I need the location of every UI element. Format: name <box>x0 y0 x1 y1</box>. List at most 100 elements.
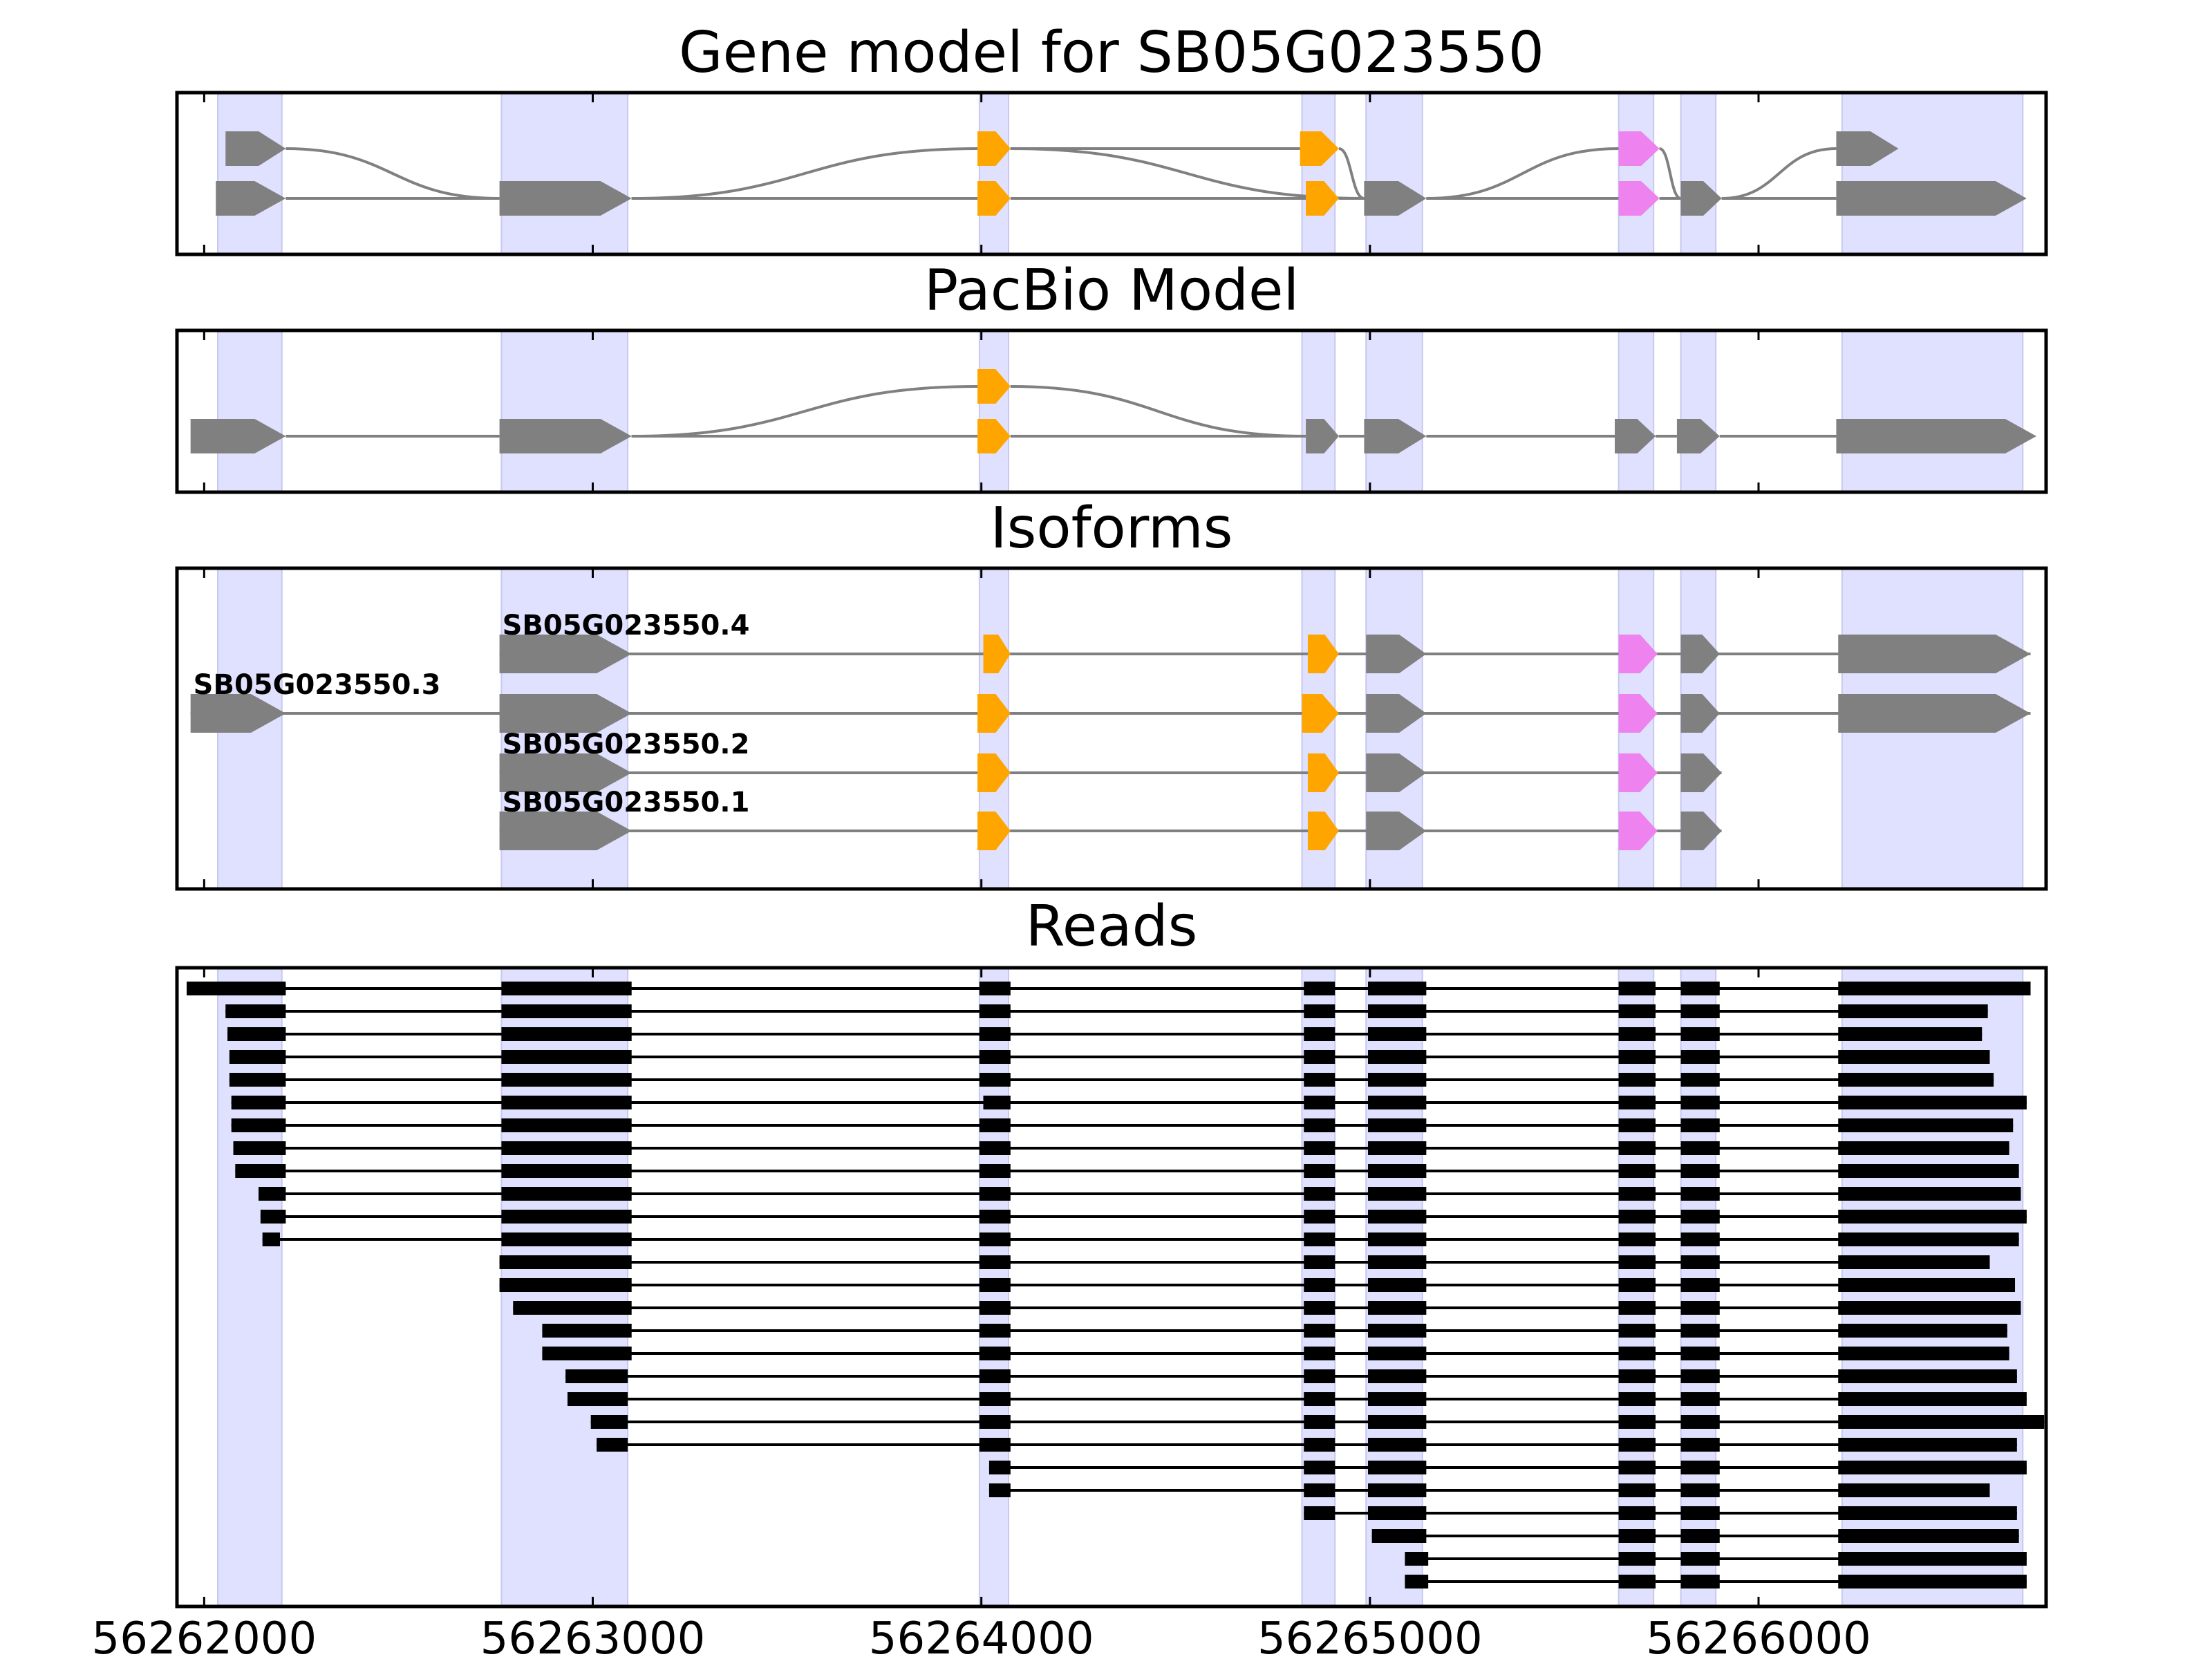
isoform-exon <box>1618 635 1658 673</box>
read-block <box>513 1301 632 1315</box>
isoform-label: SB05G023550.1 <box>503 787 750 818</box>
read-block <box>1618 1255 1656 1269</box>
exon-mark <box>1364 181 1427 216</box>
read-block <box>1838 1369 2017 1383</box>
read-block <box>1680 1050 1720 1064</box>
isoforms-panel: SB05G023550.4SB05G023550.3SB05G023550.2S… <box>175 496 2048 891</box>
read-block <box>1680 1187 1720 1201</box>
read-block <box>1304 1461 1335 1474</box>
read-block <box>1304 1187 1335 1201</box>
read-block <box>979 1210 1011 1224</box>
isoform-exon <box>1618 753 1658 792</box>
exon-mark <box>1680 181 1722 216</box>
read-block <box>1838 1506 2017 1520</box>
read-block <box>260 1210 286 1224</box>
intron-edge <box>1010 385 1306 438</box>
read-block <box>1371 1529 1427 1543</box>
read-block <box>501 1164 632 1178</box>
read-block <box>227 1027 286 1041</box>
read-block <box>1368 1027 1427 1041</box>
read-block <box>1368 1324 1427 1338</box>
highlight-band <box>500 330 629 493</box>
read-block <box>1304 1118 1335 1132</box>
exon-mark <box>216 181 286 216</box>
read-block <box>1618 1278 1656 1292</box>
read-block <box>1618 982 1656 995</box>
read-block <box>501 1141 632 1155</box>
read-block <box>1618 1415 1656 1429</box>
read-block <box>979 1438 1011 1452</box>
exon-mark <box>1306 419 1339 453</box>
x-tick-label: 56264000 <box>869 1613 1094 1659</box>
isoform-exon <box>1366 753 1427 792</box>
read-block <box>1304 1004 1335 1018</box>
read-block <box>1838 1004 1988 1018</box>
read-block <box>1838 1529 2019 1543</box>
read-block <box>1680 1369 1720 1383</box>
read-block <box>1368 1164 1427 1178</box>
read-block <box>988 1461 1011 1474</box>
isoform-exon <box>1618 812 1658 850</box>
read-block <box>1838 1096 2027 1109</box>
exon-mark <box>977 419 1011 453</box>
exon-mark <box>1836 131 1899 166</box>
exon-mark <box>1364 419 1427 453</box>
isoform-exon <box>1307 753 1339 792</box>
read-block <box>1838 1164 2019 1178</box>
read-block <box>259 1187 286 1201</box>
read-block <box>1838 1483 1990 1497</box>
isoform-label: SB05G023550.3 <box>194 669 441 701</box>
isoform-exon <box>1680 635 1720 673</box>
highlight-band <box>217 92 283 255</box>
isoform-exon <box>499 753 632 792</box>
read-block <box>979 1392 1011 1406</box>
read-block <box>1304 1278 1335 1292</box>
read-block <box>1618 1438 1656 1452</box>
exon-mark <box>1300 131 1339 166</box>
read-block <box>979 1118 1011 1132</box>
read-block <box>1838 1210 2027 1224</box>
read-block <box>1618 1301 1656 1315</box>
read-block <box>1680 1506 1720 1520</box>
read-block <box>501 1210 632 1224</box>
x-tick-label: 56262000 <box>91 1613 317 1659</box>
read-block <box>979 1415 1011 1429</box>
read-block <box>1304 1141 1335 1155</box>
isoform-exon <box>499 812 632 850</box>
read-block <box>979 1187 1011 1201</box>
read-block <box>1838 1187 2021 1201</box>
x-tick-label: 56263000 <box>480 1613 706 1659</box>
read-block <box>1680 982 1720 995</box>
read-block <box>501 982 632 995</box>
highlight-band <box>500 92 629 255</box>
read-block <box>1368 1187 1427 1201</box>
isoform-label: SB05G023550.2 <box>503 729 750 760</box>
read-block <box>1618 1050 1656 1064</box>
read-block <box>1304 982 1335 995</box>
isoform-exon <box>977 753 1011 792</box>
read-block <box>1618 1027 1656 1041</box>
read-block <box>187 982 286 995</box>
read-block <box>501 1027 632 1041</box>
exon-mark <box>977 369 1011 404</box>
read-block <box>1618 1141 1656 1155</box>
read-block <box>1368 1255 1427 1269</box>
read-block <box>979 982 1011 995</box>
isoform-exon <box>1302 694 1339 733</box>
pacbio-model-panel: PacBio Model <box>175 258 2048 494</box>
intron-edge <box>285 147 500 200</box>
read-block <box>1618 1073 1656 1087</box>
read-block <box>1304 1415 1335 1429</box>
read-block <box>1304 1392 1335 1406</box>
intron-edge <box>1010 147 1365 200</box>
highlight-band <box>1680 92 1717 255</box>
read-block <box>1680 1073 1720 1087</box>
read-block <box>1680 1301 1720 1315</box>
read-block <box>262 1232 280 1246</box>
read-block <box>1304 1483 1335 1497</box>
highlight-band <box>1301 92 1336 255</box>
read-block <box>1368 1278 1427 1292</box>
read-block <box>1680 1096 1720 1109</box>
read-block <box>1304 1073 1335 1087</box>
intron-edge <box>1721 147 1837 200</box>
